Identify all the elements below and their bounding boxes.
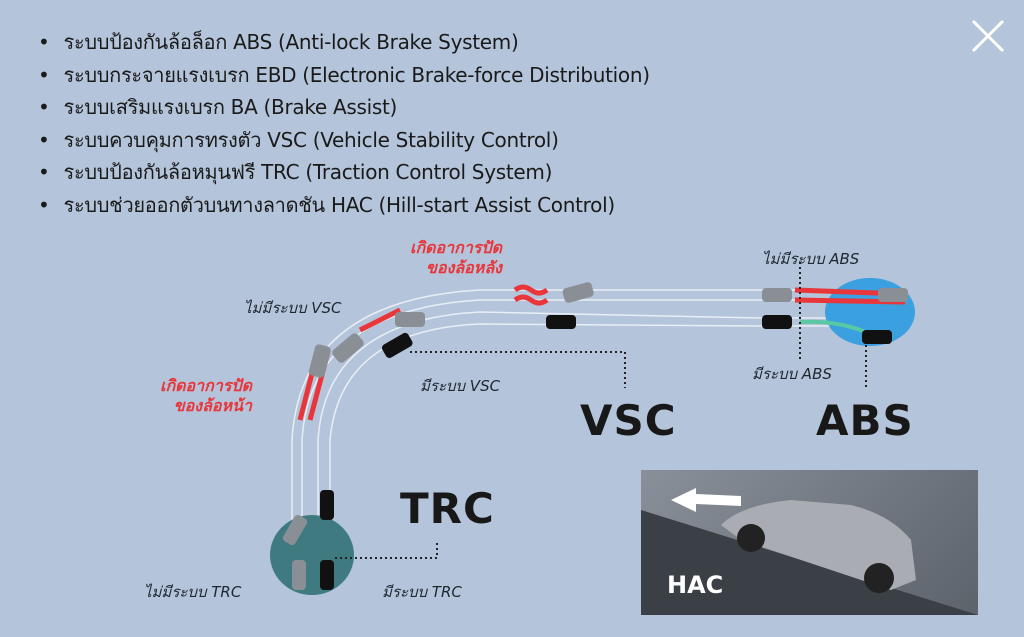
hill-car-illustration: [641, 488, 978, 615]
front-skid-label: เกิดอาการปัด ของล้อหน้า: [160, 376, 252, 415]
with-abs-label: มีระบบ ABS: [752, 365, 832, 383]
ice-patch: [270, 515, 354, 595]
feature-item: ระบบควบคุมการทรงตัว VSC (Vehicle Stabili…: [38, 124, 650, 157]
feature-item: ระบบกระจายแรงเบรก EBD (Electronic Brake-…: [38, 59, 651, 92]
no-trc-label: ไม่มีระบบ TRC: [144, 583, 242, 601]
feature-item: ระบบป้องกันล้อล็อก ABS (Anti-lock Brake …: [38, 26, 650, 59]
with-trc-label: มีระบบ TRC: [382, 583, 462, 601]
rear-skid-label: เกิดอาการปัด ของล้อหลัง: [410, 238, 502, 277]
with-vsc-label: มีระบบ VSC: [420, 377, 501, 395]
feature-list: ระบบป้องกันล้อล็อก ABS (Anti-lock Brake …: [38, 26, 651, 222]
arrow-icon: [671, 488, 741, 512]
close-icon[interactable]: [968, 16, 1008, 56]
no-abs-label: ไม่มีระบบ ABS: [762, 250, 860, 268]
vsc-title: VSC: [580, 396, 677, 445]
trc-title: TRC: [400, 484, 495, 533]
leader-lines: [335, 262, 867, 559]
hac-title: HAC: [667, 571, 724, 599]
no-vsc-label: ไม่มีระบบ VSC: [244, 299, 342, 317]
hac-image: HAC: [641, 470, 978, 615]
cars: [282, 282, 908, 590]
feature-item: ระบบเสริมแรงเบรก BA (Brake Assist): [38, 91, 650, 124]
feature-item: ระบบช่วยออกตัวบนทางลาดชัน HAC (Hill-star…: [38, 189, 650, 222]
feature-item: ระบบป้องกันล้อหมุนฟรี TRC (Traction Cont…: [38, 156, 650, 189]
abs-title: ABS: [816, 396, 914, 445]
